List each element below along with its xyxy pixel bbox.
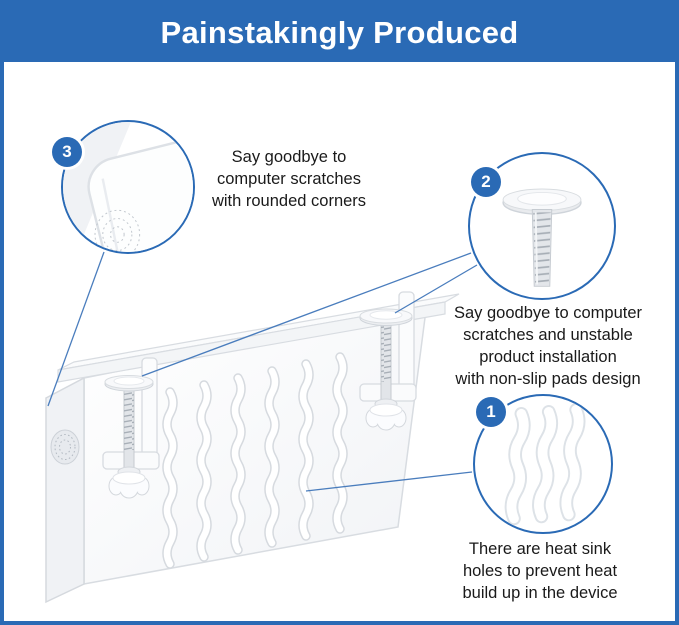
callout-text-line: holes to prevent heat	[462, 562, 618, 580]
callout-number-badge-2: 2	[471, 167, 501, 197]
callout-text-line: Say goodbye to	[231, 148, 347, 166]
heat-sink-detail	[504, 403, 586, 526]
callout-text-line: product installation	[479, 348, 617, 366]
callout-text-line: build up in the device	[462, 584, 618, 602]
clamp-left	[102, 357, 160, 499]
side-vent-icon	[50, 429, 80, 465]
callout-text-non-slip-pads: Say goodbye to computer scratches and un…	[428, 302, 668, 390]
callout-number-badge-3: 3	[52, 137, 82, 167]
leader-lines	[47, 251, 478, 492]
page-title: Painstakingly Produced	[160, 15, 519, 50]
leader-line-pad-right	[394, 264, 478, 314]
callout-text-line: There are heat sink	[468, 540, 612, 558]
clamp-right	[359, 291, 417, 431]
callout-text-line: with rounded corners	[211, 192, 367, 210]
tray-left-panel	[45, 376, 85, 604]
header-banner: Painstakingly Produced	[4, 4, 675, 62]
callout-text-line: computer scratches	[217, 170, 361, 188]
callout-number-badge-1: 1	[476, 397, 506, 427]
callout-circle-rounded-corners	[61, 120, 195, 254]
callout-text-rounded-corners: Say goodbye to computer scratches with r…	[193, 146, 385, 212]
callout-text-line: with non-slip pads design	[455, 370, 641, 388]
clamp-left-knob	[108, 466, 150, 499]
heat-sink-slots	[162, 352, 348, 569]
clamp-right-knob	[365, 398, 407, 431]
rounded-corner-detail	[63, 122, 193, 252]
leader-line-heat-sink	[305, 471, 473, 492]
callout-circle-non-slip-pads	[468, 152, 616, 300]
callout-text-heat-sink: There are heat sink holes to prevent hea…	[437, 538, 643, 604]
under-desk-tray	[45, 291, 460, 604]
callout-text-line: scratches and unstable	[463, 326, 633, 344]
clamp-screw-detail	[502, 188, 582, 287]
product-illustration	[45, 251, 478, 604]
callout-text-line: Say goodbye to computer	[453, 304, 643, 322]
leader-line-rounded-corners	[47, 251, 105, 407]
leader-line-pad-left	[141, 252, 472, 377]
